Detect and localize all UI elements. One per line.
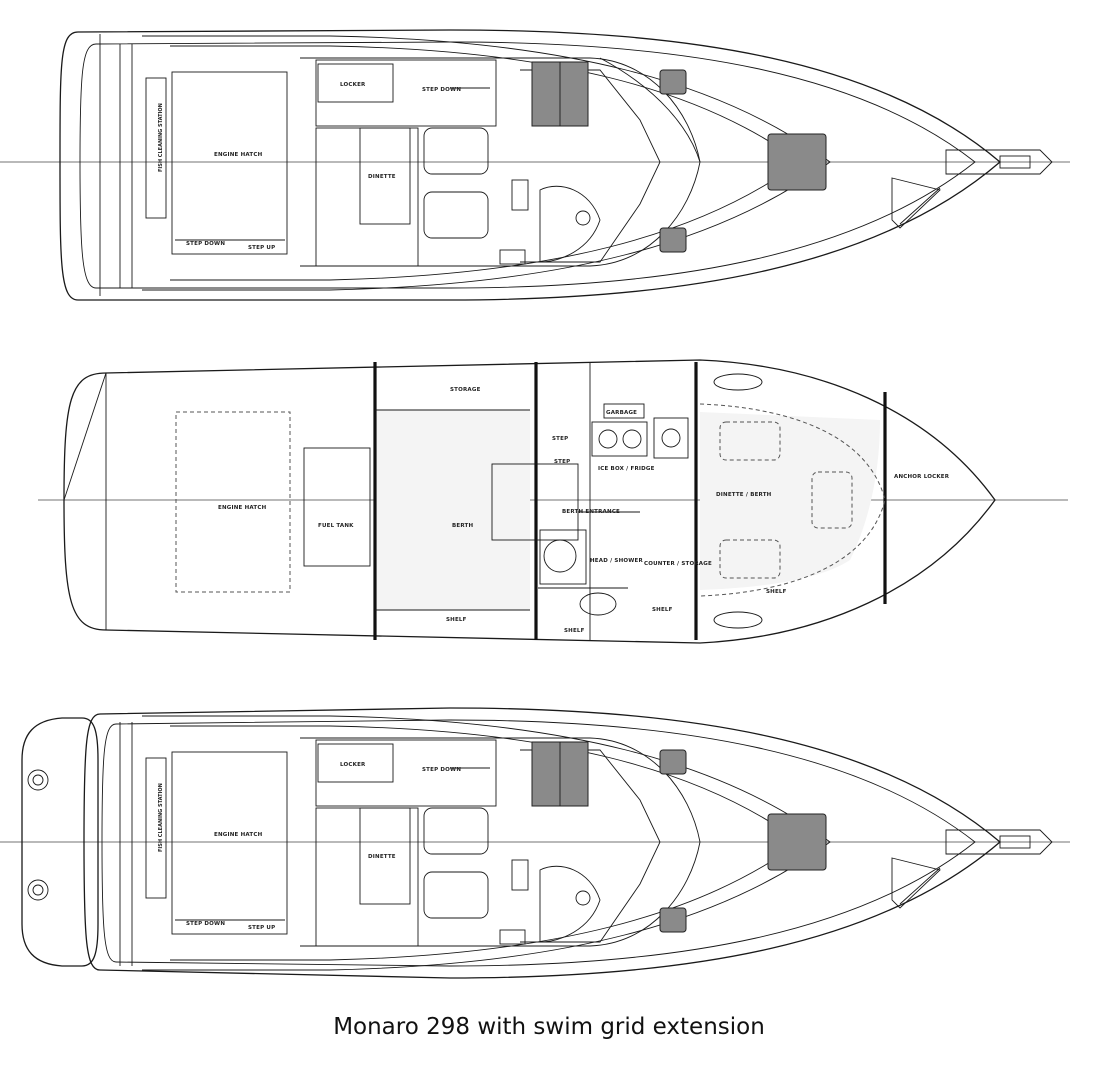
- fuel-tank-label: FUEL TANK: [318, 523, 354, 529]
- figure-caption: Monaro 298 with swim grid extension: [333, 1014, 765, 1040]
- boat-plan-drawing: LOCKER STEP DOWN FISH CLEANING STATION E…: [0, 29, 1070, 979]
- step-upper-label: STEP: [552, 436, 568, 442]
- engine-hatch-cabin-label: ENGINE HATCH: [218, 505, 267, 511]
- step-down-fwd-label: STEP DOWN: [422, 87, 461, 93]
- step-down-aft-label: STEP DOWN: [186, 241, 225, 247]
- shelf-fwd-label: SHELF: [766, 589, 787, 595]
- fish-station-label-bottom: FISH CLEANING STATION: [158, 783, 164, 852]
- shelf-head-label: SHELF: [564, 628, 585, 634]
- shelf-mid-label: SHELF: [652, 607, 673, 613]
- fish-station-label: FISH CLEANING STATION: [158, 103, 164, 172]
- dinette-berth-label: DINETTE / BERTH: [716, 492, 772, 498]
- berth-label: BERTH: [452, 523, 473, 529]
- berth-entrance-label: BERTH ENTRANCE: [562, 509, 620, 515]
- locker-label-bottom: LOCKER: [340, 762, 366, 768]
- shelf-aft-label: SHELF: [446, 617, 467, 623]
- deck-plan-top: LOCKER STEP DOWN FISH CLEANING STATION E…: [0, 29, 1070, 301]
- counter-storage-label: COUNTER / STORAGE: [644, 561, 712, 567]
- head-shower-label: HEAD / SHOWER: [590, 558, 643, 564]
- ice-box-fridge-label: ICE BOX / FRIDGE: [598, 466, 655, 472]
- engine-hatch-label: ENGINE HATCH: [214, 152, 263, 158]
- step-down-aft-label-bottom: STEP DOWN: [186, 921, 225, 927]
- anchor-locker-label: ANCHOR LOCKER: [894, 474, 950, 480]
- engine-hatch-label-bottom: ENGINE HATCH: [214, 832, 263, 838]
- dinette-label: DINETTE: [368, 174, 396, 180]
- cabin-plan: STORAGE ENGINE HATCH FUEL TANK BERTH SHE…: [38, 359, 1068, 644]
- step-up-label: STEP UP: [248, 245, 275, 251]
- step-down-fwd-label-bottom: STEP DOWN: [422, 767, 461, 773]
- storage-label: STORAGE: [450, 387, 481, 393]
- step-up-label-bottom: STEP UP: [248, 925, 275, 931]
- locker-label: LOCKER: [340, 82, 366, 88]
- garbage-label: GARBAGE: [606, 410, 637, 416]
- deck-plan-bottom: LOCKER STEP DOWN FISH CLEANING STATION E…: [0, 707, 1070, 979]
- step-lower-label: STEP: [554, 459, 570, 465]
- dinette-label-bottom: DINETTE: [368, 854, 396, 860]
